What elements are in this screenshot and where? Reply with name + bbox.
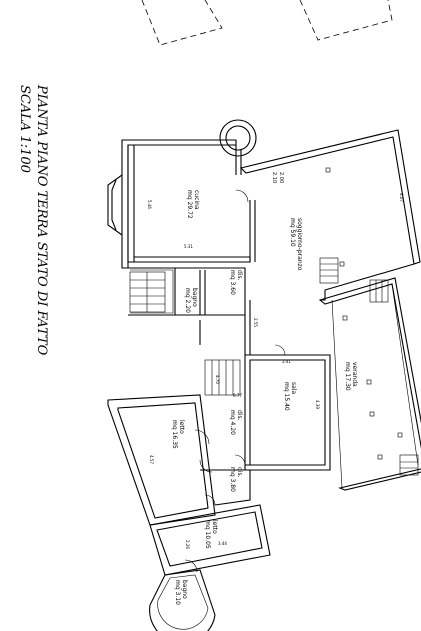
- room-name: cucina: [193, 190, 200, 210]
- room-area: mq 2.20: [184, 288, 191, 313]
- room-area: mq 15.40: [283, 382, 290, 411]
- room-area: mq 3.80: [229, 467, 236, 492]
- walls: [107, 119, 421, 631]
- upper-outline: [141, 0, 393, 46]
- room-sala: sala mq 15.40: [283, 382, 297, 411]
- room-area: mq 17.30: [344, 362, 351, 391]
- room-area: mq 3.60: [229, 270, 236, 295]
- room-name: sala: [290, 382, 297, 394]
- room-dis-1: dis. mq 3.60: [229, 270, 243, 295]
- dim-label: 3.44: [218, 541, 227, 546]
- dim-label: 2.26: [185, 540, 190, 549]
- dim-label: 5.46: [147, 200, 152, 209]
- dim-label: 5.31: [184, 244, 193, 249]
- room-name: dis.: [236, 270, 243, 281]
- room-letto-2: letto mq 10.05: [204, 520, 218, 549]
- dim-label: 4.39: [315, 400, 320, 409]
- room-name: dis.: [236, 410, 243, 421]
- room-bagno-1: bagno mq 2.20: [184, 288, 198, 313]
- room-name: soggiorno-pranzo: [296, 218, 303, 271]
- dim-label: 0.77: [233, 393, 242, 398]
- plan-scale: SCALA 1:100: [17, 85, 32, 173]
- room-name: letto: [211, 520, 218, 534]
- stairs: [129, 257, 419, 476]
- room-area: mq 3.10: [174, 580, 181, 605]
- dim-label: 3.41: [282, 359, 291, 364]
- room-dis-3: dis. mq 3.80: [229, 467, 243, 492]
- dim-label: 4.07: [399, 193, 404, 202]
- dim-label: 4.57: [149, 455, 154, 464]
- room-name: bagno: [191, 288, 198, 307]
- room-bagno-2: bagno mq 3.10: [174, 580, 188, 605]
- room-name: dis.: [236, 467, 243, 478]
- room-area: mq 29.72: [186, 190, 193, 219]
- room-dis-2: dis. mq 4.20: [229, 410, 243, 435]
- dim-label: 4.70: [215, 375, 220, 384]
- room-area: mq 4.20: [229, 410, 236, 435]
- plan-title: PIANTA PIANO TERRA STATO DI FATTO: [34, 84, 49, 356]
- dim-label: 2.00: [278, 172, 284, 183]
- room-soggiorno: soggiorno-pranzo mq 59.10: [289, 218, 303, 271]
- room-name: bagno: [181, 580, 188, 599]
- dim-label: 2.10: [271, 172, 277, 183]
- room-veranda: veranda mq 17.30: [344, 362, 358, 391]
- room-area: mq 10.05: [204, 520, 211, 549]
- dim-label: 2.55: [253, 318, 258, 327]
- dimension-labels: 2.00 2.10 5.31 5.46 4.07 2.55 3.41 4.39 …: [147, 172, 404, 549]
- room-area: mq 16.35: [171, 420, 178, 449]
- room-labels: cucina mq 29.72 soggiorno-pranzo mq 59.1…: [171, 190, 358, 605]
- room-letto-1: letto mq 16.35: [171, 420, 185, 449]
- room-area: mq 59.10: [289, 218, 296, 247]
- room-cucina: cucina mq 29.72: [186, 190, 200, 219]
- markers: [325, 167, 403, 460]
- doors: [184, 189, 286, 573]
- room-name: veranda: [351, 362, 358, 387]
- room-name: letto: [178, 420, 185, 434]
